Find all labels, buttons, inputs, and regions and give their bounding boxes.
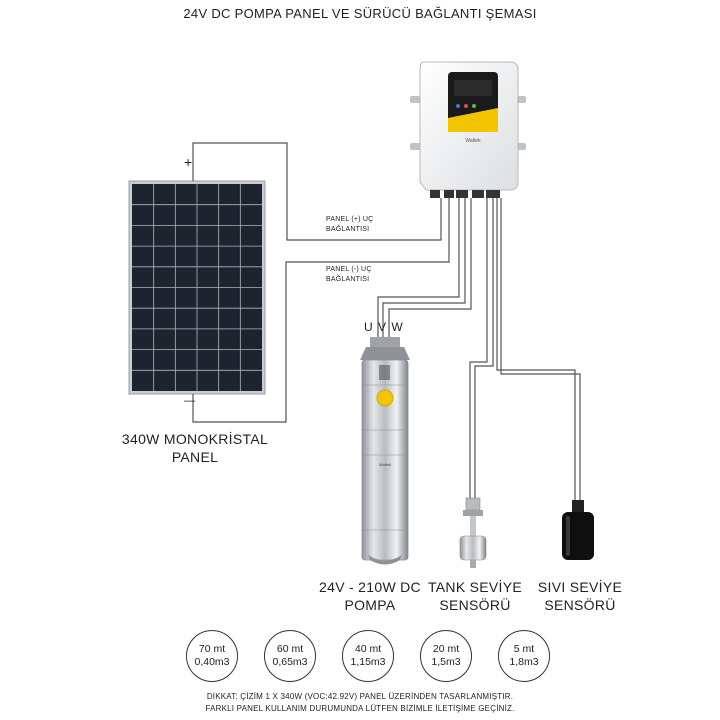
note-line-1: DİKKAT: ÇİZİM 1 X 340W (VOC:42.92V) PANE… bbox=[206, 692, 514, 701]
panel-plus-symbol: + bbox=[184, 154, 193, 170]
performance-circle-70: 70 mt 0,40m3 bbox=[186, 630, 238, 682]
liquid-sensor-caption-line1: SIVI SEVİYE bbox=[537, 579, 623, 595]
performance-circle-40: 40 mt 1,15m3 bbox=[342, 630, 394, 682]
performance-flow: 1,15m3 bbox=[350, 656, 386, 668]
pump-wires bbox=[377, 198, 472, 338]
solar-panel-caption: 340W MONOKRİSTAL PANEL bbox=[105, 430, 285, 466]
panel-plus-label-line1: PANEL (+) UÇ bbox=[326, 216, 374, 223]
tank-level-sensor bbox=[459, 497, 487, 568]
liquid-level-sensor bbox=[562, 500, 594, 560]
diagram-title: 24V DC POMPA PANEL VE SÜRÜCÜ BAĞLANTI ŞE… bbox=[183, 6, 537, 21]
performance-flow: 1,5m3 bbox=[431, 656, 461, 668]
sensor-wires bbox=[469, 198, 581, 500]
liquid-sensor-caption-line2: SENSÖRÜ bbox=[544, 597, 616, 613]
controller-brand: Wattek bbox=[465, 138, 481, 144]
solar-panel bbox=[128, 180, 266, 395]
liquid-sensor-caption: SIVI SEVİYE SENSÖRÜ bbox=[525, 578, 635, 614]
panel-minus-connection-label: PANEL (-) UÇ BAĞLANTISI bbox=[326, 265, 372, 285]
tank-sensor-caption-line2: SENSÖRÜ bbox=[439, 597, 511, 613]
panel-plus-connection-label: PANEL (+) UÇ BAĞLANTISI bbox=[326, 215, 373, 235]
panel-plus-label-line2: BAĞLANTISI bbox=[326, 226, 370, 233]
performance-circle-20: 20 mt 1,5m3 bbox=[420, 630, 472, 682]
pump-caption-line1: 24V - 210W DC bbox=[319, 579, 421, 595]
panel-minus-symbol: — bbox=[184, 395, 195, 407]
pump-controller bbox=[410, 61, 526, 198]
solar-panel-caption-line2: PANEL bbox=[171, 449, 219, 465]
tank-sensor-caption: TANK SEVİYE SENSÖRÜ bbox=[420, 578, 530, 614]
performance-depth: 20 mt bbox=[432, 643, 460, 655]
solar-panel-caption-line1: 340W MONOKRİSTAL bbox=[121, 431, 269, 447]
pump-caption-line2: POMPA bbox=[344, 597, 396, 613]
panel-minus-label-line2: BAĞLANTISI bbox=[326, 276, 370, 283]
performance-flow: 0,65m3 bbox=[272, 656, 308, 668]
performance-depth: 60 mt bbox=[276, 643, 304, 655]
performance-flow: 0,40m3 bbox=[194, 656, 230, 668]
note-line-2: FARKLI PANEL KULLANIM DURUMUNDA LÜTFEN B… bbox=[205, 704, 515, 713]
panel-minus-label-line1: PANEL (-) UÇ bbox=[326, 266, 372, 273]
performance-circle-5: 5 mt 1,8m3 bbox=[498, 630, 550, 682]
tank-sensor-caption-line1: TANK SEVİYE bbox=[427, 579, 523, 595]
submersible-pump bbox=[360, 337, 410, 565]
panel-wires bbox=[192, 142, 450, 423]
performance-depth: 5 mt bbox=[513, 643, 535, 655]
pump-brand: Wattek bbox=[379, 462, 391, 467]
performance-circle-60: 60 mt 0,65m3 bbox=[264, 630, 316, 682]
pump-caption: 24V - 210W DC POMPA bbox=[305, 578, 435, 614]
performance-depth: 70 mt bbox=[198, 643, 226, 655]
uvw-label: U V W bbox=[364, 320, 404, 334]
performance-depth: 40 mt bbox=[354, 643, 382, 655]
performance-flow: 1,8m3 bbox=[509, 656, 539, 668]
